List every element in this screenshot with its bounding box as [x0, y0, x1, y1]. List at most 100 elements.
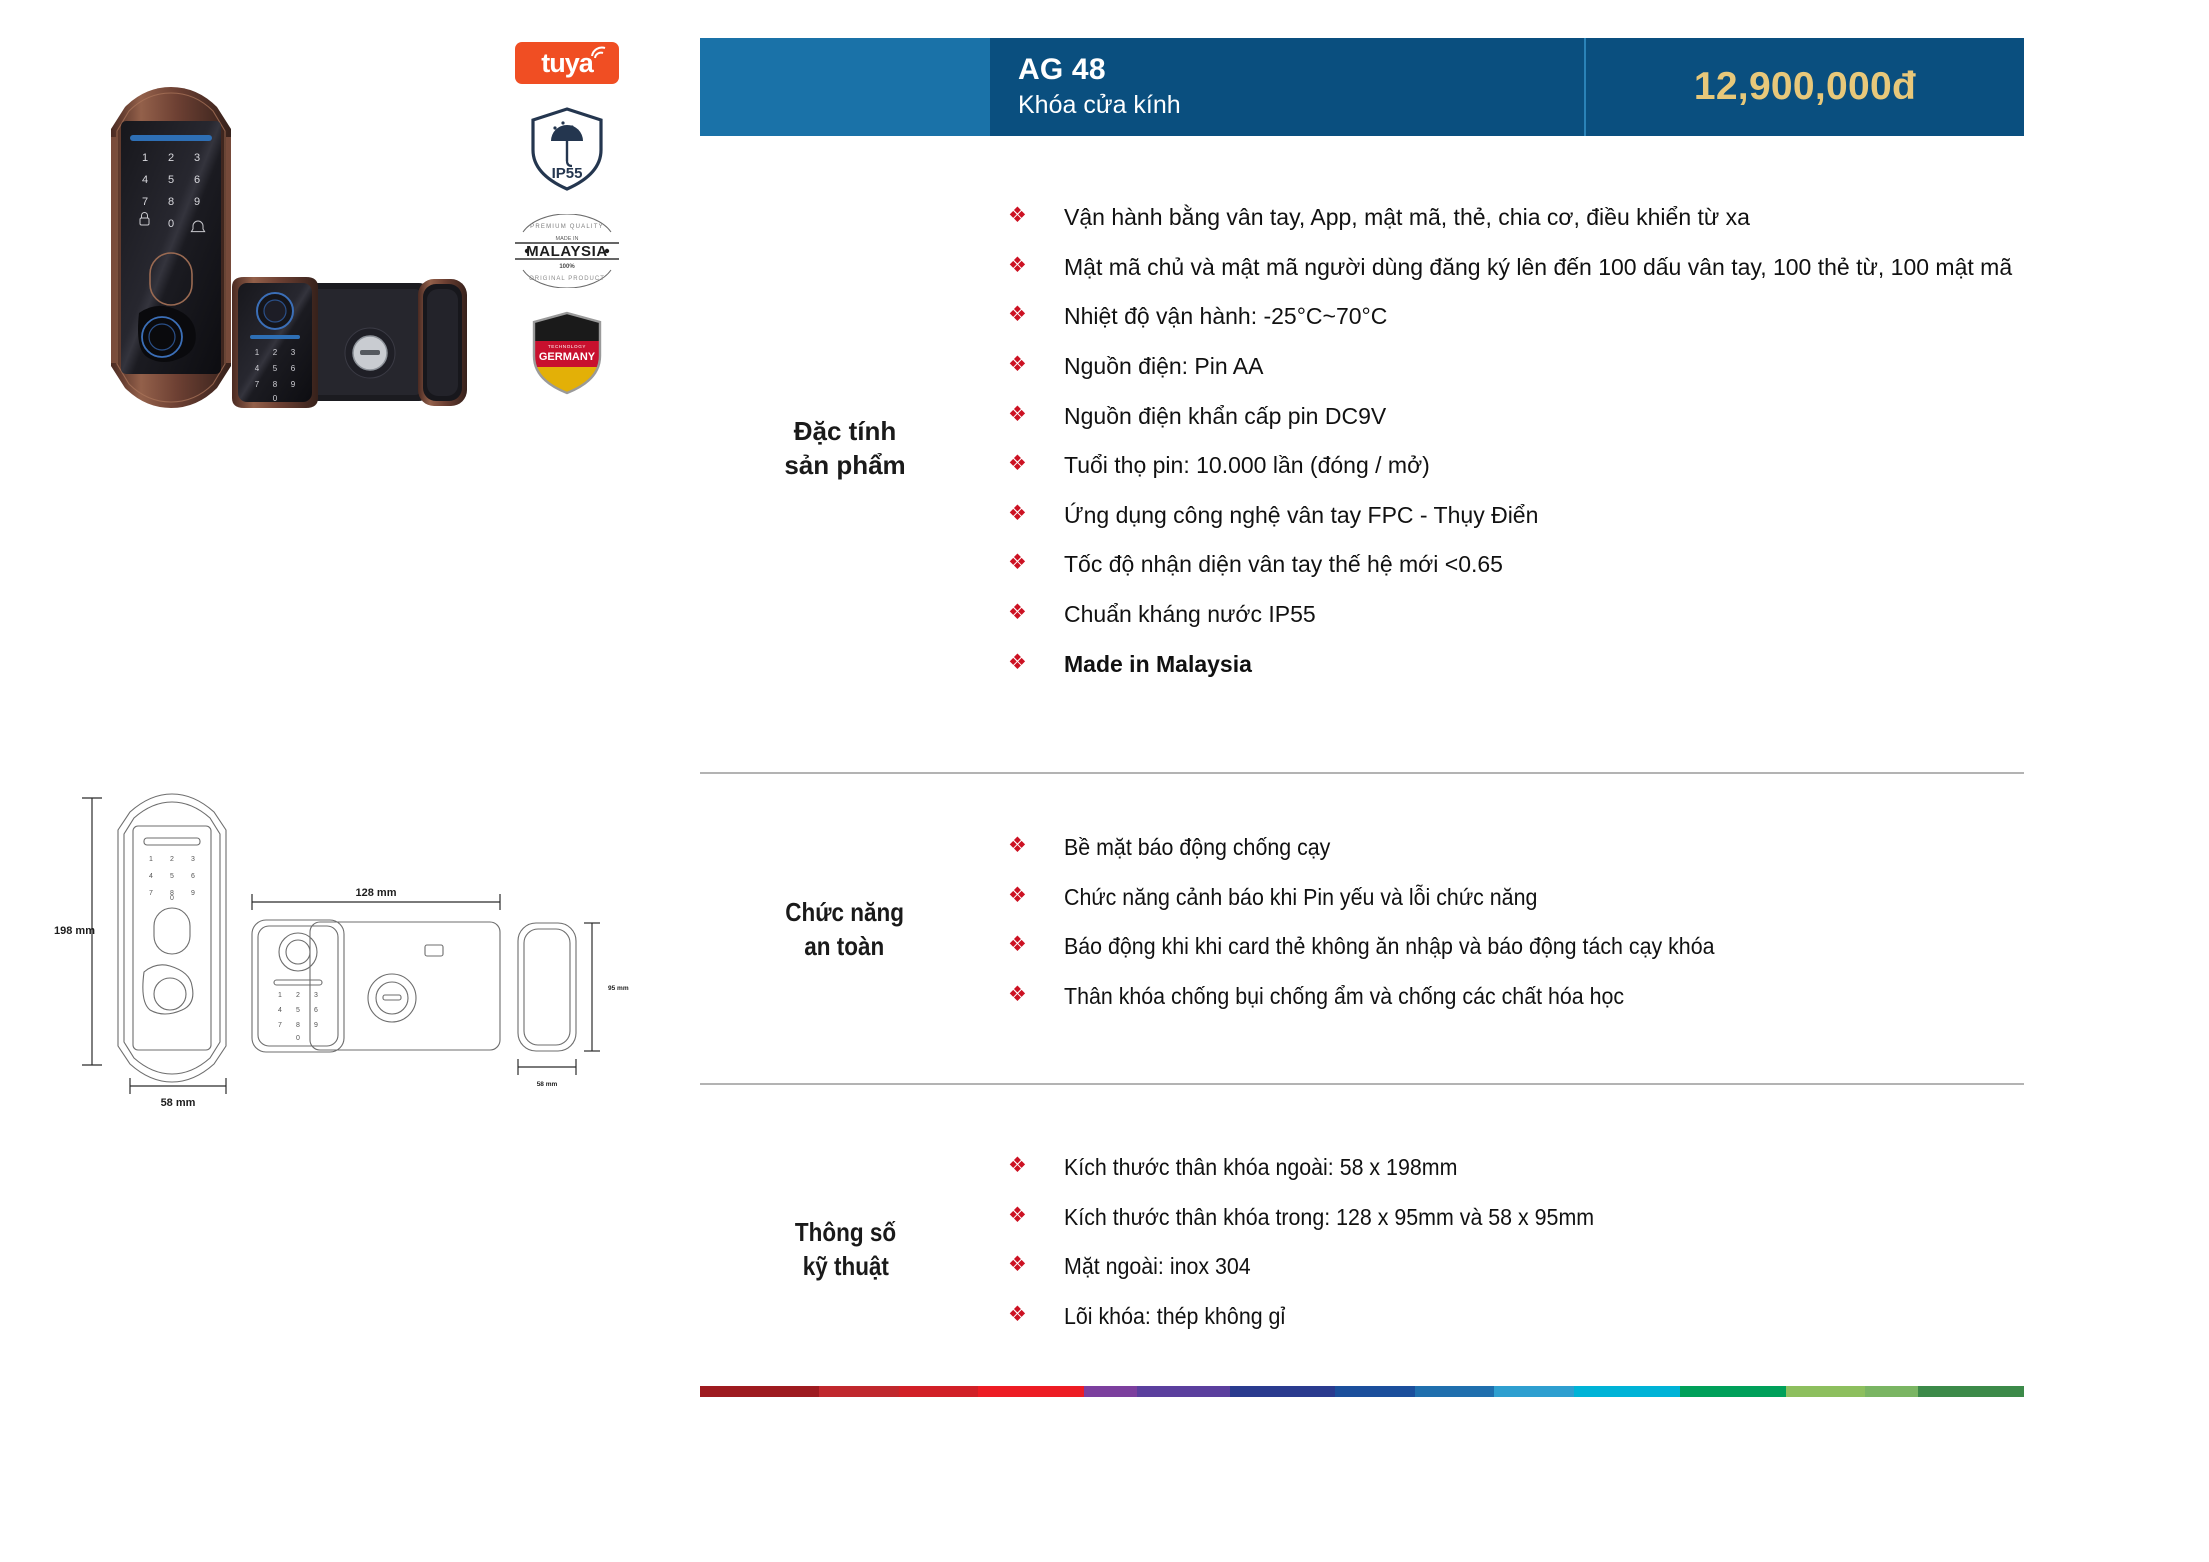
svg-text:8: 8: [273, 380, 278, 389]
diamond-bullet-icon: ❖: [1008, 933, 1027, 957]
list-item: ❖ Lõi khóa: thép không gỉ: [1008, 1299, 2024, 1335]
section-technical-specs: Thông số kỹ thuật ❖ Kích thước thân khóa…: [700, 1150, 2024, 1349]
list-item-text: Tuổi thọ pin: 10.000 lần (đóng / mở): [1064, 452, 1430, 479]
svg-text:2: 2: [168, 152, 174, 164]
list-item: ❖ Nguồn điện khẩn cấp pin DC9V: [1008, 399, 2024, 435]
section-product-features: Đặc tính sản phẩm ❖ Vận hành bằng vân ta…: [700, 200, 2024, 696]
dim-height-label: 198 mm: [54, 925, 95, 937]
product-price: 12,900,000đ: [1693, 65, 1917, 108]
diamond-bullet-icon: ❖: [1008, 402, 1027, 426]
tuya-badge: tuya: [508, 42, 626, 84]
svg-text:0: 0: [170, 895, 174, 902]
list-item-text: Nguồn điện: Pin AA: [1064, 352, 1264, 379]
diamond-bullet-icon: ❖: [1008, 352, 1027, 376]
list-item: ❖ Ứng dụng công nghệ vân tay FPC - Thụy …: [1008, 498, 2024, 534]
svg-text:3: 3: [191, 856, 195, 863]
svg-text:7: 7: [142, 196, 148, 208]
section-label-line1: Thông số: [794, 1216, 896, 1247]
tuya-badge-label: tuya: [541, 47, 594, 78]
svg-text:5: 5: [296, 1007, 300, 1014]
svg-text:7: 7: [278, 1022, 282, 1029]
list-item: ❖ Nguồn điện: Pin AA: [1008, 349, 2024, 385]
svg-text:3: 3: [314, 992, 318, 999]
price-block: 12,900,000đ: [1584, 38, 2024, 136]
header-title-block: AG 48 Khóa cửa kính: [990, 38, 1584, 136]
diamond-bullet-icon: ❖: [1008, 982, 1027, 1006]
svg-text:9: 9: [191, 890, 195, 897]
svg-text:1: 1: [142, 152, 148, 164]
color-bar-segment-14: [1917, 1386, 2024, 1397]
certification-badges: tuya IP55: [508, 42, 638, 418]
list-item: ❖ Mật mã chủ và mật mã người dùng đăng k…: [1008, 250, 2024, 286]
stamp-icon: PREMIUM QUALITY MADE IN MALAYSIA 100% OR…: [515, 214, 619, 288]
list-item-text: Vận hành bằng vân tay, App, mật mã, thẻ,…: [1064, 204, 1750, 230]
section-divider: [700, 772, 2024, 774]
svg-text:6: 6: [194, 174, 200, 186]
svg-text:9: 9: [314, 1022, 318, 1029]
malaysia-badge-bottom: 100%: [559, 264, 575, 270]
section-label-line1: Đặc tính: [793, 415, 897, 446]
svg-text:8: 8: [170, 890, 174, 897]
germany-badge-top: TECHNOLOGY: [548, 344, 586, 349]
diamond-bullet-icon: ❖: [1008, 551, 1027, 575]
section-label-safety-functions: Chức năng an toàn: [700, 830, 990, 1029]
diamond-bullet-icon: ❖: [1008, 1203, 1027, 1227]
list-item-text: Lõi khóa: thép không gỉ: [1064, 1302, 1286, 1329]
list-item-text: Bề mặt báo động chống cạy: [1064, 834, 1331, 860]
list-item-text: Made in Malaysia: [1064, 650, 1252, 677]
list-item-text: Kích thước thân khóa trong: 128 x 95mm v…: [1064, 1203, 1595, 1230]
svg-text:0: 0: [273, 394, 278, 403]
svg-text:2: 2: [296, 992, 300, 999]
diamond-bullet-icon: ❖: [1008, 253, 1027, 277]
color-bar-segment-0: [700, 1386, 820, 1397]
list-item-text: Tốc độ nhận diện vân tay thế hệ mới <0.6…: [1064, 551, 1503, 578]
list-item-text: Báo động khi khi card thẻ không ăn nhập …: [1064, 933, 1715, 960]
list-item: ❖ Chức năng cảnh báo khi Pin yếu và lỗi …: [1008, 880, 2024, 916]
diamond-bullet-icon: ❖: [1008, 650, 1027, 674]
list-item-text: Ứng dụng công nghệ vân tay FPC - Thụy Đi…: [1064, 501, 1539, 528]
dim-width-label: 58 mm: [161, 1097, 196, 1109]
svg-text:4: 4: [142, 174, 148, 186]
germany-badge: TECHNOLOGY GERMANY: [508, 310, 626, 396]
malaysia-badge-top: PREMIUM QUALITY: [530, 224, 604, 230]
diamond-bullet-icon: ❖: [1008, 1302, 1027, 1326]
list-item: ❖ Vận hành bằng vân tay, App, mật mã, th…: [1008, 200, 2024, 236]
product-header: AG 48 Khóa cửa kính 12,900,000đ: [700, 38, 2024, 136]
list-item-text: Nhiệt độ vận hành: -25°C~70°C: [1064, 303, 1388, 330]
svg-text:4: 4: [149, 873, 153, 880]
product-subtitle: Khóa cửa kính: [1018, 91, 1181, 120]
svg-text:1: 1: [149, 856, 153, 863]
footer-color-bar: [700, 1386, 2024, 1397]
dim-inner-width-label: 128 mm: [356, 887, 397, 899]
color-bar-segment-3: [978, 1386, 1084, 1397]
svg-text:0: 0: [296, 1035, 300, 1042]
color-bar-segment-1: [819, 1386, 899, 1397]
color-bar-segment-7: [1335, 1386, 1415, 1397]
dim-inner-height-label: 95 mm: [608, 985, 629, 992]
diamond-bullet-icon: ❖: [1008, 204, 1027, 227]
malaysia-badge-sub: ORIGINAL PRODUCT: [529, 276, 605, 282]
section-label-product-features: Đặc tính sản phẩm: [700, 200, 990, 696]
left-media-column: 1 2 3 4 5 6 7 8 9 0: [0, 0, 700, 1562]
list-item-text: Nguồn điện khẩn cấp pin DC9V: [1064, 402, 1387, 429]
color-bar-segment-5: [1136, 1386, 1230, 1397]
color-bar-segment-13: [1865, 1386, 1918, 1397]
list-item: ❖ Chuẩn kháng nước IP55: [1008, 597, 2024, 633]
svg-text:8: 8: [296, 1022, 300, 1029]
section-label-technical-specs: Thông số kỹ thuật: [700, 1150, 990, 1349]
color-bar-segment-4: [1083, 1386, 1137, 1397]
svg-text:7: 7: [149, 890, 153, 897]
germany-badge-label: GERMANY: [539, 351, 596, 363]
svg-text:2: 2: [170, 856, 174, 863]
svg-text:4: 4: [278, 1007, 282, 1014]
list-item: ❖ Tuổi thọ pin: 10.000 lần (đóng / mở): [1008, 448, 2024, 484]
diamond-bullet-icon: ❖: [1008, 501, 1027, 525]
color-bar-segment-9: [1494, 1386, 1574, 1397]
ip55-badge: IP55: [508, 106, 626, 192]
svg-text:9: 9: [291, 380, 296, 389]
svg-text:4: 4: [255, 364, 260, 373]
germany-shield-icon: TECHNOLOGY GERMANY: [532, 311, 602, 395]
